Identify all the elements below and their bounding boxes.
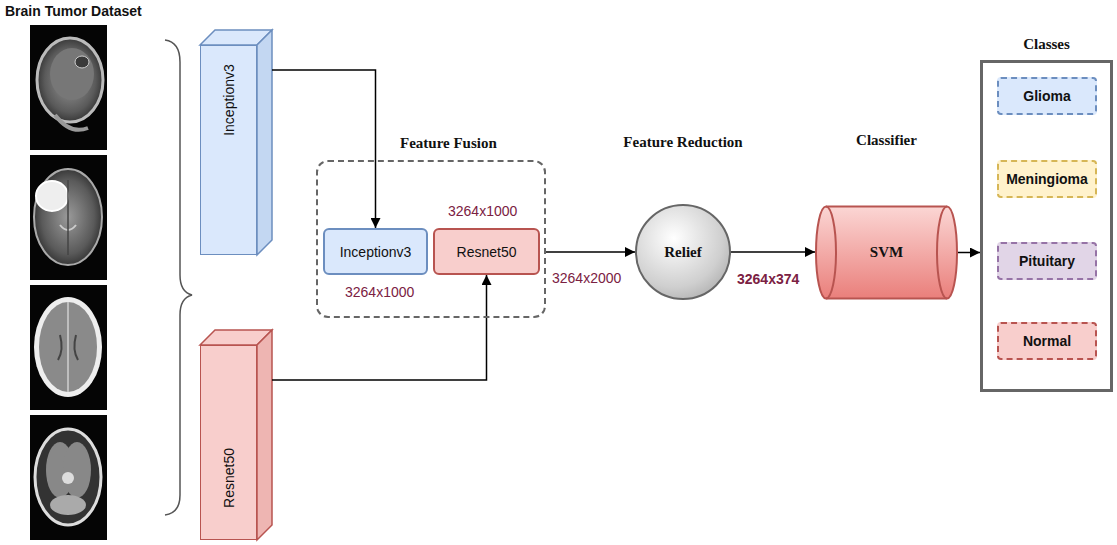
dimension-label: 3264x1000: [448, 203, 517, 219]
class-box: Meningioma: [997, 160, 1097, 198]
node-label: Resnet50: [457, 244, 517, 260]
connector-arrow: [731, 251, 815, 253]
feature-block: Inceptionv3: [323, 228, 428, 275]
mri-image: [30, 415, 107, 540]
node-label: Relief: [664, 244, 701, 261]
dataset-title: Brain Tumor Dataset: [5, 3, 142, 19]
block-side-face: [257, 330, 272, 540]
node-label: Resnet50: [221, 448, 237, 508]
dimension-label: 3264x374: [737, 271, 799, 287]
stage-heading: Feature Reduction: [623, 134, 742, 151]
feature-block: Resnet50: [433, 228, 540, 275]
relief-circle: Feature ReductionRelief: [635, 204, 731, 300]
stage-heading: Classifier: [856, 132, 917, 149]
mri-image: [30, 155, 107, 280]
block-side-face: [257, 30, 272, 255]
node-label: SVM: [870, 244, 903, 261]
class-box: Glioma: [997, 77, 1097, 115]
class-box: Normal: [997, 322, 1097, 360]
dimension-label: 3264x1000: [345, 284, 414, 300]
svm-cylinder: ClassifierSVM: [815, 205, 958, 300]
ct-image: [30, 285, 107, 410]
stage-heading: Classes: [1023, 36, 1070, 53]
node-label: Pituitary: [1019, 253, 1075, 269]
node-label: Meningioma: [1006, 171, 1088, 187]
cnn-block: Resnet50: [200, 345, 257, 540]
node-label: Normal: [1023, 333, 1071, 349]
cnn-block: Inceptionv3: [200, 45, 257, 255]
mri-image: [30, 25, 107, 150]
connector-arrow: [272, 70, 376, 228]
connector-arrow: [958, 252, 980, 254]
class-box: Pituitary: [997, 242, 1097, 280]
node-label: Glioma: [1023, 88, 1070, 104]
classes-panel: ClassesGliomaMeningiomaPituitaryNormal: [980, 60, 1113, 392]
stage-heading: Feature Fusion: [400, 135, 497, 152]
connector-arrow: [546, 251, 635, 253]
grouping-brace: [165, 40, 192, 515]
node-label: Inceptionv3: [221, 64, 237, 136]
connector-arrow: [272, 275, 487, 380]
dimension-label: 3264x2000: [552, 270, 621, 286]
node-label: Inceptionv3: [340, 244, 412, 260]
